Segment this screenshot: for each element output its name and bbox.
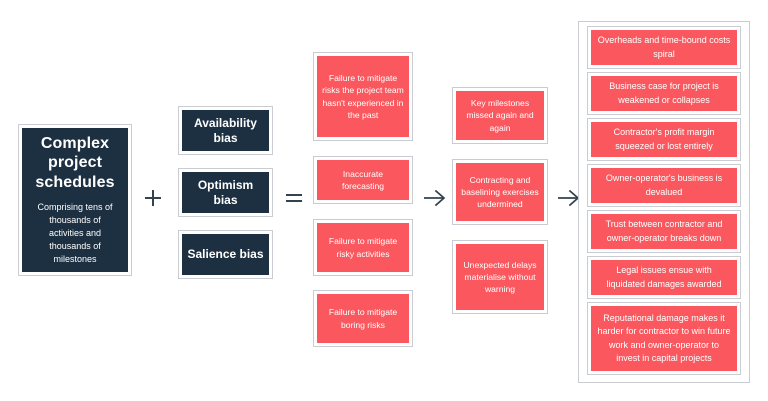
node-body: Overheads and time-bound costs spiral (591, 30, 737, 65)
node-owner-operator-devalued: Owner-operator's business is devalued (587, 164, 741, 207)
arrow-right-icon-1 (421, 186, 449, 210)
node-body: Business case for project is weakened or… (591, 76, 737, 111)
node-failure-risky-activities: Failure to mitigate risky activities (313, 219, 413, 276)
consequences-group-frame (578, 21, 750, 383)
node-body: Failure to mitigate risks the project te… (317, 56, 409, 137)
node-failure-unfamiliar-risks: Failure to mitigate risks the project te… (313, 52, 413, 141)
node-contracting-undermined: Contracting and baselining exercises und… (452, 159, 548, 225)
plus-icon (141, 186, 165, 210)
node-body: Availability bias (182, 110, 269, 151)
node-body: Inaccurate forecasting (317, 160, 409, 200)
node-inaccurate-forecasting: Inaccurate forecasting (313, 156, 413, 204)
node-body: Optimism bias (182, 172, 269, 213)
node-trust-breaks-down: Trust between contractor and owner-opera… (587, 210, 741, 253)
node-failure-boring-risks: Failure to mitigate boring risks (313, 290, 413, 347)
hero-title: Complex project schedules (35, 134, 115, 191)
node-legal-issues-liquidated-damages: Legal issues ensue with liquidated damag… (587, 256, 741, 299)
node-body: Failure to mitigate boring risks (317, 294, 409, 343)
node-body: Contractor's profit margin squeezed or l… (591, 122, 737, 157)
node-key-milestones-missed: Key milestones missed again and again (452, 87, 548, 144)
node-availability-bias: Availability bias (178, 106, 273, 155)
node-body: Unexpected delays materialise without wa… (456, 244, 544, 310)
node-reputational-damage: Reputational damage makes it harder for … (587, 302, 741, 375)
equals-icon (282, 186, 306, 210)
node-body: Salience bias (182, 234, 269, 275)
node-business-case-weakened: Business case for project is weakened or… (587, 72, 741, 115)
node-overheads-costs-spiral: Overheads and time-bound costs spiral (587, 26, 741, 69)
node-contractor-profit-margin: Contractor's profit margin squeezed or l… (587, 118, 741, 161)
node-complex-project-schedules: Complex project schedules Comprising ten… (18, 124, 132, 276)
node-salience-bias: Salience bias (178, 230, 273, 279)
node-body: Trust between contractor and owner-opera… (591, 214, 737, 249)
node-body: Reputational damage makes it harder for … (591, 306, 737, 371)
node-body: Legal issues ensue with liquidated damag… (591, 260, 737, 295)
node-optimism-bias: Optimism bias (178, 168, 273, 217)
node-body: Failure to mitigate risky activities (317, 223, 409, 272)
node-unexpected-delays: Unexpected delays materialise without wa… (452, 240, 548, 314)
node-body: Contracting and baselining exercises und… (456, 163, 544, 221)
node-body: Complex project schedules Comprising ten… (22, 128, 128, 272)
node-body: Owner-operator's business is devalued (591, 168, 737, 203)
hero-subtitle: Comprising tens of thousands of activiti… (37, 202, 113, 265)
node-body: Key milestones missed again and again (456, 91, 544, 140)
